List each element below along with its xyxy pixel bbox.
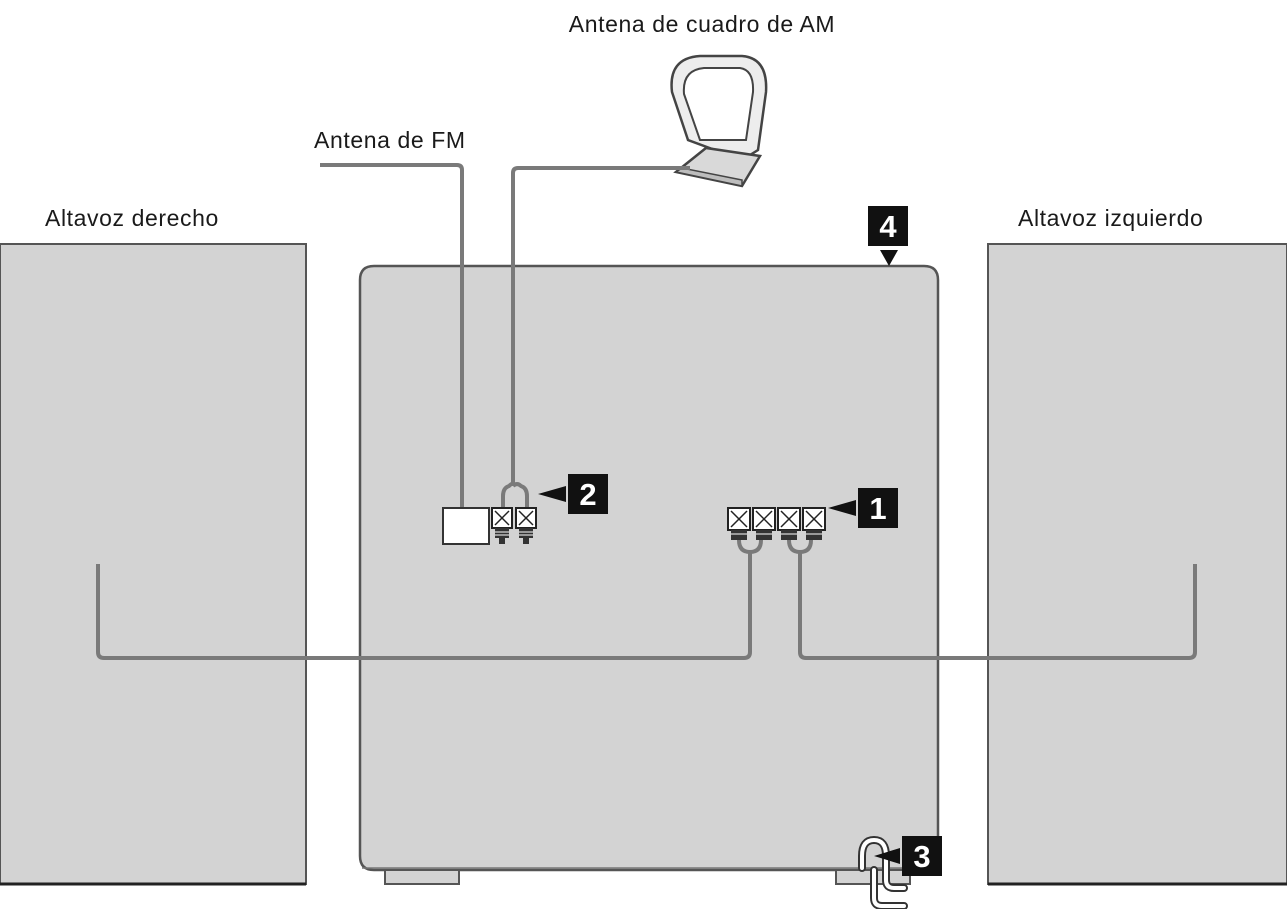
fm-jack — [442, 507, 490, 545]
callout-3-number: 3 — [913, 839, 930, 874]
left-speaker — [987, 243, 1287, 886]
callout-arrow-1 — [828, 500, 856, 516]
left-speaker-label: Altavoz izquierdo — [1018, 205, 1203, 231]
speaker-terminal-2 — [752, 507, 776, 540]
power-cord — [858, 835, 908, 909]
main-unit — [358, 264, 940, 885]
speaker-terminal-3 — [777, 507, 801, 540]
am-antenna-wire — [501, 166, 690, 510]
callout-2-number: 2 — [579, 477, 596, 512]
am-antenna-label: Antena de cuadro de AM — [569, 11, 835, 37]
speaker-terminal-1 — [727, 507, 751, 540]
fm-antenna-wire — [320, 163, 464, 508]
callout-4-number: 4 — [879, 209, 897, 244]
am-terminal-b — [515, 507, 537, 544]
callout-badge-3: 3 — [902, 836, 942, 876]
callout-arrow-4 — [880, 250, 898, 266]
callout-1-number: 1 — [869, 491, 886, 526]
speaker-terminals — [727, 507, 826, 540]
am-loop-antenna-icon — [670, 54, 768, 188]
callout-badge-1: 1 — [858, 488, 898, 528]
speaker-terminal-4 — [802, 507, 826, 540]
fm-antenna-label: Antena de FM — [314, 127, 466, 153]
am-terminal-a — [491, 507, 513, 544]
callout-arrow-3 — [874, 848, 900, 864]
unit-foot-left — [384, 869, 460, 885]
left-speaker-cable — [787, 539, 1197, 660]
right-speaker — [0, 243, 307, 886]
callout-arrow-2 — [538, 486, 566, 502]
callout-badge-2: 2 — [568, 474, 608, 514]
antenna-terminals — [442, 507, 537, 545]
right-speaker-cable — [96, 539, 763, 660]
callout-badge-4: 4 — [868, 206, 908, 246]
right-speaker-label: Altavoz derecho — [45, 205, 219, 231]
